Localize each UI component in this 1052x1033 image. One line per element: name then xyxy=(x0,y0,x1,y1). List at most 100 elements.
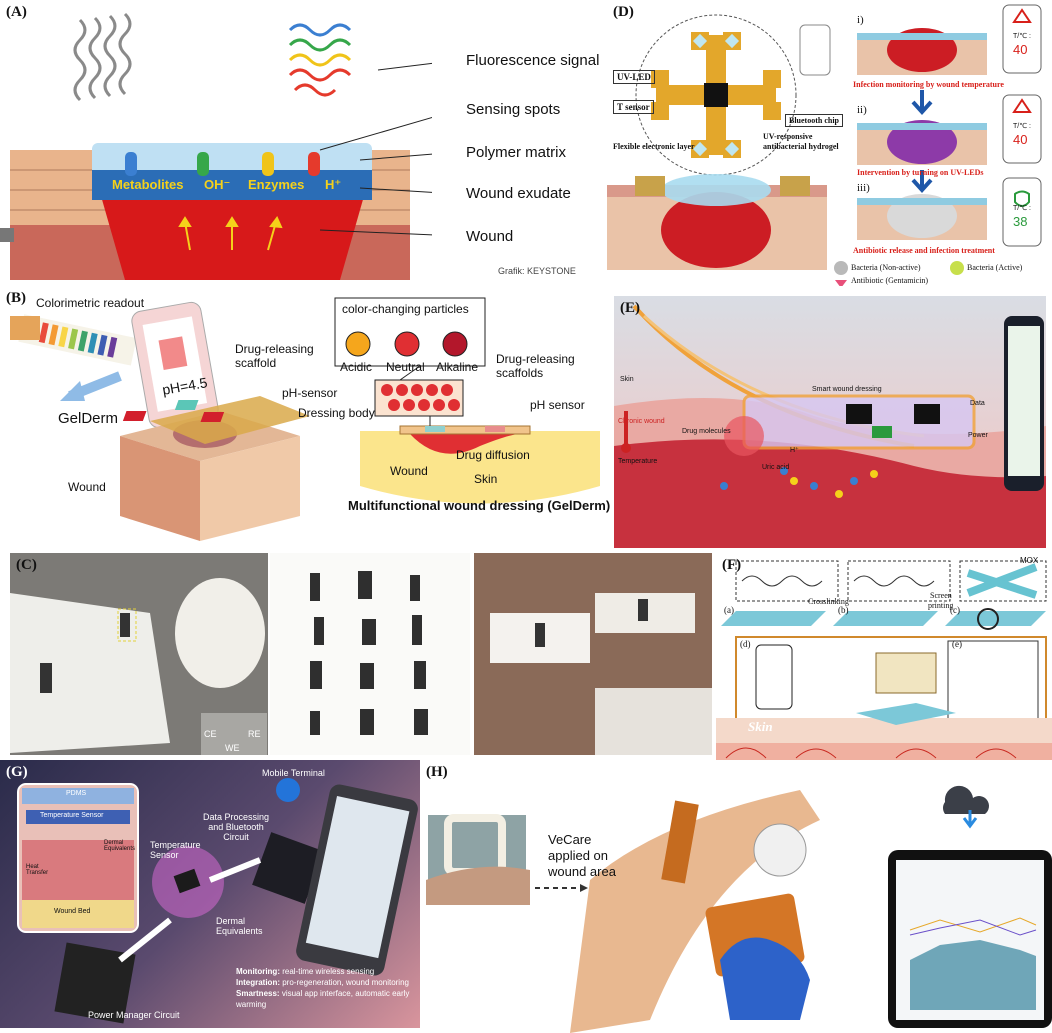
feature-list: Monitoring: real-time wireless sensing I… xyxy=(236,966,420,1010)
label-drug-scaffolds: Drug-releasing scaffolds xyxy=(496,352,575,380)
panel-f-tag: (F) xyxy=(722,557,742,573)
label-antibiotic: Antibiotic (Gentamicin) xyxy=(851,276,929,285)
label-antibiotic-release: Antibiotic release and infection treatme… xyxy=(853,246,995,255)
label-drug-diffusion: Drug diffusion xyxy=(456,448,530,462)
label-particles-title: color-changing particles xyxy=(342,302,469,316)
label-wound: Wound xyxy=(466,228,514,245)
phone-reading-1: 40 xyxy=(1013,42,1028,57)
panel-g-illustration xyxy=(17,778,418,1024)
label-alkaline: Alkaline xyxy=(436,360,479,374)
label-step-i: i) xyxy=(857,14,864,26)
label-f-c: (c) xyxy=(950,605,960,615)
panel-g-tag: (G) xyxy=(6,764,28,780)
label-step-iii: iii) xyxy=(857,182,870,194)
label-temperature-sensor: Temperature Sensor xyxy=(150,840,201,860)
label-flexible-layer: Flexible electronic layer xyxy=(613,142,695,151)
label-wound-right: Wound xyxy=(390,464,428,478)
label-infection-monitoring: Infection monitoring by wound temperatur… xyxy=(853,80,1004,89)
exudate-term-metabolites: Metabolites xyxy=(112,177,184,192)
panel-a: (A) xyxy=(0,0,432,286)
label-polymer-matrix: Polymer matrix xyxy=(466,144,567,161)
label-wound-b: Wound xyxy=(68,480,106,494)
label-bacteria-active: Bacteria (Active) xyxy=(967,263,1023,272)
panel-g: (G) PDMS Temperature Sensor Dermal Equiv… xyxy=(0,760,420,1028)
electrode-ce: CE xyxy=(204,729,217,739)
label-bacteria-inactive: Bacteria (Non-active) xyxy=(851,263,921,272)
panel-b-caption: Multifunctional wound dressing (GelDerm) xyxy=(348,498,611,513)
label-neutral: Neutral xyxy=(386,360,425,374)
phone-unit-3: T/℃ : xyxy=(1013,205,1031,212)
label-dermal-eq-inset: Dermal Equivalents xyxy=(104,840,136,852)
panel-a-tag: (A) xyxy=(6,4,27,20)
phone-unit-2: T/℃ : xyxy=(1013,123,1031,130)
label-ph-sensor: pH-sensor xyxy=(282,386,338,400)
exudate-term-h: H⁺ xyxy=(325,177,342,192)
label-pdms: PDMS xyxy=(66,790,87,797)
label-vecare-2: applied on xyxy=(548,848,608,863)
phone-reading-2: 40 xyxy=(1013,132,1028,147)
label-f-b: (b) xyxy=(838,605,849,615)
label-fluorescence: Fluorescence signal xyxy=(466,52,600,69)
panel-d-tag: (D) xyxy=(613,4,634,20)
label-t-sensor: T sensor xyxy=(613,100,654,114)
panel-a-credit: Grafik: KEYSTONE xyxy=(498,266,576,276)
panel-d-illustration xyxy=(607,4,1042,286)
label-bluetooth-chip: Bluetooth chip xyxy=(785,114,844,127)
label-power: Power xyxy=(968,432,988,439)
label-dermal-equivalents: Dermal Equivalents xyxy=(216,916,263,936)
label-mox: MOX xyxy=(1020,556,1039,565)
panel-b-illustration xyxy=(10,297,600,541)
label-vecare-3: wound area xyxy=(548,864,616,879)
label-temperature: Temperature xyxy=(618,458,658,465)
label-dressing-body: Dressing body xyxy=(298,406,375,420)
electrode-re: RE xyxy=(248,729,261,739)
label-sensing-spots: Sensing spots xyxy=(466,101,561,118)
label-f-d: (d) xyxy=(740,639,751,649)
panel-c-photos xyxy=(10,553,712,755)
label-skin-f: Skin xyxy=(748,719,773,734)
label-ph-sensor-right: pH sensor xyxy=(530,398,585,412)
label-data-processing: Data Processing and Bluetooth Circuit xyxy=(202,812,270,842)
label-intervention: Intervention by turning on UV-LEDs xyxy=(857,168,984,177)
label-uv-led: UV-LED xyxy=(613,70,655,84)
panel-e-tag: (E) xyxy=(620,300,640,316)
panel-b-tag: (B) xyxy=(6,290,26,306)
label-colorimetric-readout: Colorimetric readout xyxy=(36,296,145,310)
label-heat-transfer: Heat Transfer xyxy=(26,864,49,876)
label-skin-b: Skin xyxy=(474,472,498,486)
label-acidic: Acidic xyxy=(340,360,373,374)
panel-f-illustration xyxy=(716,560,1052,760)
label-f-e: (e) xyxy=(952,639,962,649)
panel-d: (D) xyxy=(595,0,1052,286)
label-data: Data xyxy=(970,400,985,407)
panel-e: (E) Skin Smart wound dressing Chronic wo… xyxy=(614,296,1046,548)
label-power-manager: Power Manager Circuit xyxy=(88,1010,180,1020)
label-gelderm: GelDerm xyxy=(58,410,119,427)
label-skin-e: Skin xyxy=(620,376,634,383)
label-printing: printing xyxy=(928,601,954,610)
label-uric-acid: Uric acid xyxy=(762,464,790,471)
exudate-term-enzymes: Enzymes xyxy=(248,177,305,192)
panel-e-illustration xyxy=(614,304,1046,548)
label-drug-scaffold: Drug-releasing scaffold xyxy=(235,342,314,370)
panel-a-illustration xyxy=(0,12,432,280)
feature-integration: Integration: pro-regeneration, wound mon… xyxy=(236,978,409,987)
label-f-a: (a) xyxy=(724,605,734,615)
feature-monitoring: Monitoring: real-time wireless sensing xyxy=(236,967,375,976)
electrode-we: WE xyxy=(225,743,240,753)
label-drug-molecules: Drug molecules xyxy=(682,428,731,435)
phone-unit-1: T/℃ : xyxy=(1013,33,1031,40)
label-wound-bed: Wound Bed xyxy=(54,908,91,915)
label-step-ii: ii) xyxy=(857,104,867,116)
panel-h-illustration xyxy=(426,785,1052,1033)
label-h-plus: H⁺ xyxy=(790,447,799,454)
label-uv-hydrogel: UV-responsive antibacterial hydrogel xyxy=(763,132,839,151)
label-mobile-terminal: Mobile Terminal xyxy=(262,768,325,778)
panel-f: (F) MOX (a) (b) (c) (d) (e) Crosslinking… xyxy=(716,553,1052,760)
panel-c-tag: (C) xyxy=(16,557,37,573)
label-vecare-1: VeCare xyxy=(548,832,592,847)
feature-smartness: Smartness: visual app interface, automat… xyxy=(236,989,410,1009)
exudate-term-oh: OH⁻ xyxy=(204,177,231,192)
panel-h-tag: (H) xyxy=(426,764,448,780)
panel-b: (B) xyxy=(0,286,612,548)
